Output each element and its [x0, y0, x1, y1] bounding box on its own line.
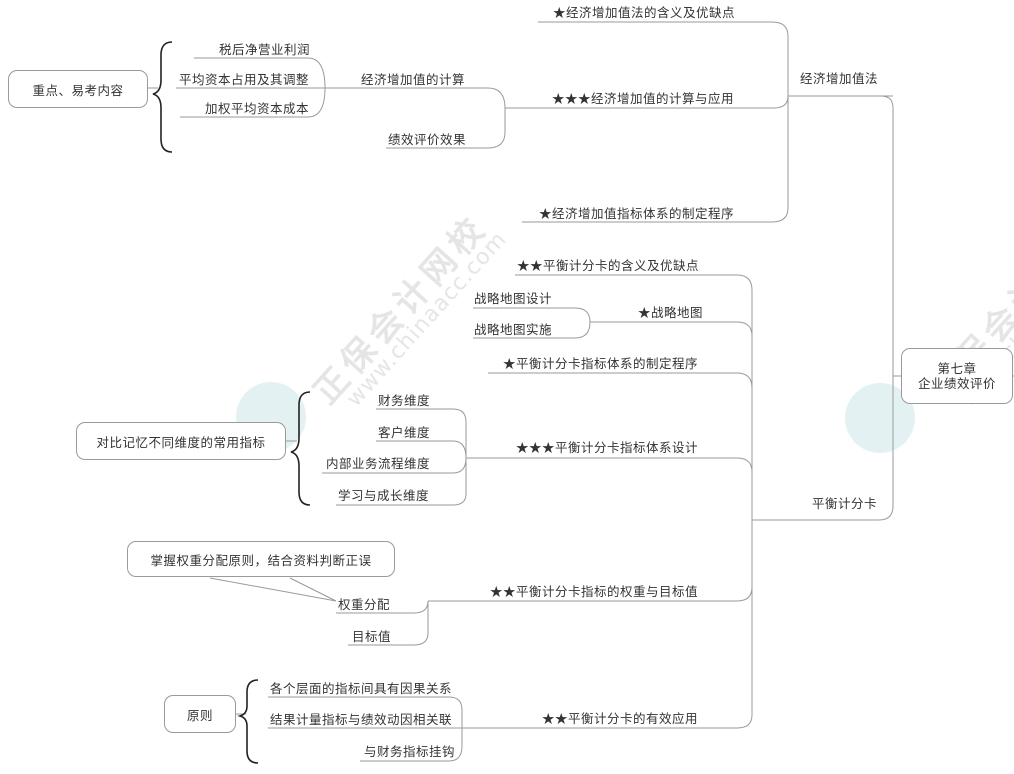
branch-bsc[interactable]: 平衡计分卡 [812, 496, 878, 511]
bsc-index-design[interactable]: ★★★平衡计分卡指标体系设计 [516, 440, 699, 455]
callout-weight-principle[interactable]: 掌握权重分配原则，结合资料判断正误 [127, 541, 395, 577]
bsc-meaning[interactable]: ★★平衡计分卡的含义及优缺点 [517, 258, 700, 273]
note-compare-dimensions[interactable]: 对比记忆不同维度的常用指标 [76, 422, 286, 460]
dimension-customer[interactable]: 客户维度 [378, 425, 431, 440]
root-title: 企业绩效评价 [917, 376, 996, 391]
eva-calc[interactable]: 经济增加值的计算 [361, 72, 466, 87]
eva-calc-application[interactable]: ★★★经济增加值的计算与应用 [552, 91, 735, 106]
strategy-map-design[interactable]: 战略地图设计 [474, 291, 553, 306]
dimension-internal-process[interactable]: 内部业务流程维度 [326, 456, 431, 471]
bsc-index-procedure[interactable]: ★平衡计分卡指标体系的制定程序 [503, 356, 699, 371]
root-chapter: 第七章 [937, 361, 977, 376]
root-node[interactable]: 第七章 企业绩效评价 [901, 348, 1013, 404]
dimension-financial[interactable]: 财务维度 [378, 393, 431, 408]
bsc-weights-targets[interactable]: ★★平衡计分卡指标的权重与目标值 [490, 584, 699, 599]
bsc-effective-application[interactable]: ★★平衡计分卡的有效应用 [542, 711, 699, 726]
note-key-content[interactable]: 重点、易考内容 [8, 70, 148, 108]
eva-item-avg-capital[interactable]: 平均资本占用及其调整 [179, 72, 310, 87]
eva-effect[interactable]: 绩效评价效果 [388, 132, 467, 147]
weight-allocation[interactable]: 权重分配 [338, 597, 391, 612]
eva-item-nopat[interactable]: 税后净营业利润 [219, 42, 311, 57]
branch-eva[interactable]: 经济增加值法 [800, 71, 879, 86]
principle-outcome-driver[interactable]: 结果计量指标与绩效动因相关联 [270, 712, 453, 727]
note-principles[interactable]: 原则 [164, 695, 236, 733]
target-value[interactable]: 目标值 [352, 629, 392, 644]
eva-item-wacc[interactable]: 加权平均资本成本 [205, 101, 310, 116]
dimension-learning-growth[interactable]: 学习与成长维度 [338, 488, 430, 503]
principle-financial-link[interactable]: 与财务指标挂钩 [364, 744, 456, 759]
eva-meaning[interactable]: ★经济增加值法的含义及优缺点 [553, 5, 736, 20]
strategy-map-implementation[interactable]: 战略地图实施 [474, 322, 553, 337]
principle-causal[interactable]: 各个层面的指标间具有因果关系 [270, 681, 453, 696]
bsc-strategy-map[interactable]: ★战略地图 [638, 305, 704, 320]
eva-index-procedure[interactable]: ★经济增加值指标体系的制定程序 [539, 206, 735, 221]
